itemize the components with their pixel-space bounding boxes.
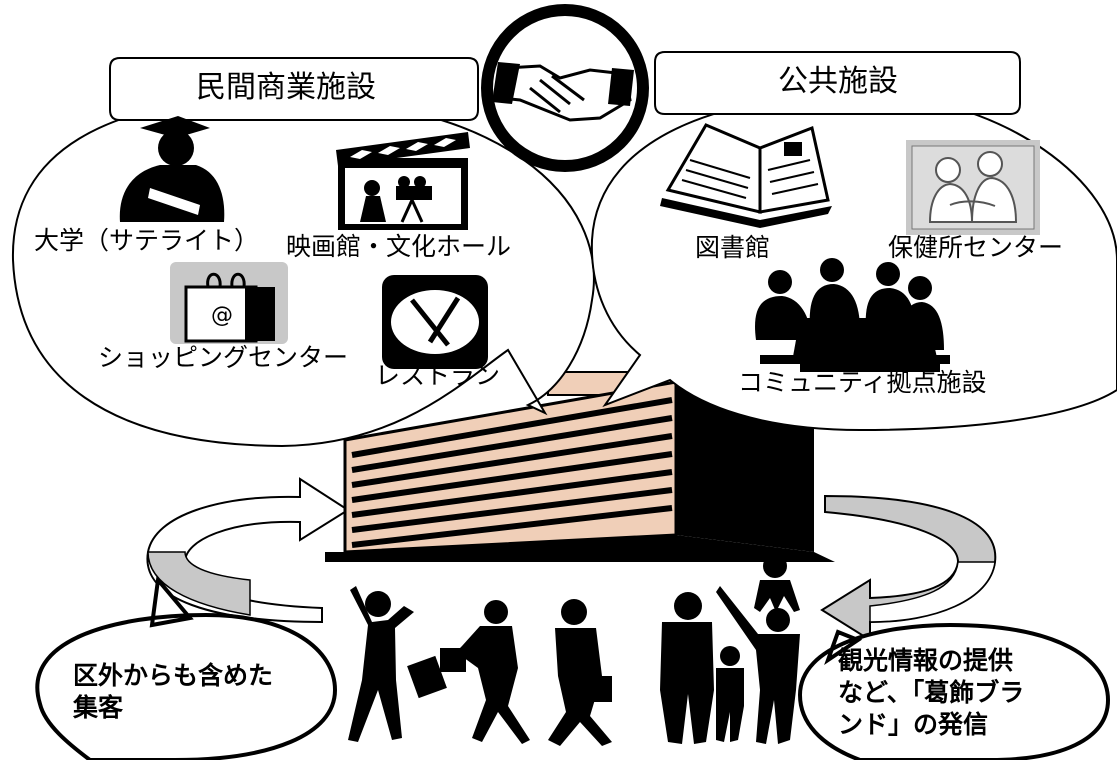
people-silhouettes-icon xyxy=(348,554,800,746)
right-outcome-bubble xyxy=(797,622,1111,760)
film-camera-icon xyxy=(336,132,470,230)
facility-health-center: 保健所センター xyxy=(888,233,1064,262)
svg-text:@: @ xyxy=(211,303,233,328)
restaurant-plate-icon xyxy=(382,275,488,369)
outcome-attract-visitors: 区外からも含めた集客 xyxy=(73,661,274,722)
public-facilities-title: 公共施設 xyxy=(778,64,898,99)
facility-community-base: コミュニティ拠点施設 xyxy=(738,368,987,397)
facility-cinema-hall: 映画館・文化ホール xyxy=(286,232,512,261)
handshake-icon xyxy=(481,4,649,172)
meeting-icon xyxy=(755,258,950,372)
outcome-katsushika-brand: 観光情報の提供など、「葛飾ブランド」の発信 xyxy=(838,646,1025,739)
shopping-bag-icon: @ xyxy=(170,262,288,344)
cycle-arrow-right xyxy=(820,494,997,642)
book-icon xyxy=(660,123,832,228)
health-care-icon xyxy=(906,140,1040,235)
public-title-box xyxy=(654,51,1021,115)
facility-restaurant: レストラン xyxy=(375,361,501,390)
private-bubble xyxy=(11,96,595,448)
private-title-box xyxy=(109,57,479,121)
facility-library: 図書館 xyxy=(695,233,771,262)
facility-shopping-center: ショッピングセンター xyxy=(98,343,349,372)
graduate-icon xyxy=(119,116,225,222)
private-facilities-title: 民間商業施設 xyxy=(196,70,376,105)
facility-university: 大学（サテライト） xyxy=(34,226,260,255)
